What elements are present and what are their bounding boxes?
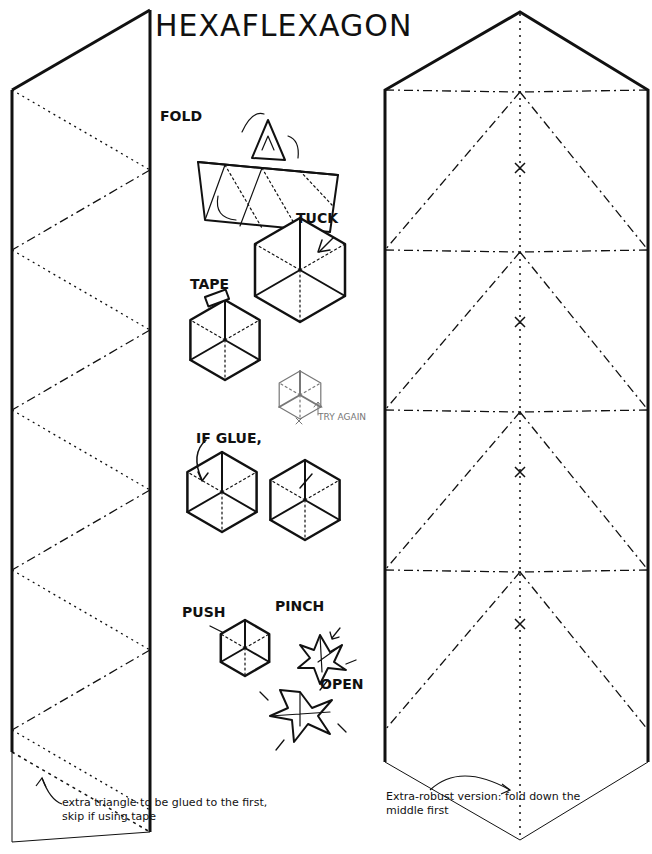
fold-line: [385, 412, 520, 570]
hexagon-sketch: [255, 218, 345, 322]
fold-line: [187, 492, 222, 512]
title-text: HEXAFLEXAGON: [155, 8, 412, 43]
fold-line: [190, 340, 225, 360]
instruction-label: Extra-robust version: fold down the midd…: [386, 790, 586, 818]
fold-line: [12, 330, 150, 410]
fold-line: [12, 490, 150, 570]
fold-line: [520, 570, 648, 572]
fold-line: [245, 648, 269, 662]
fold-line: [244, 620, 246, 648]
fold-line: [300, 270, 345, 296]
fold-line: [224, 340, 225, 380]
fold-line: [520, 92, 648, 250]
fold-line: [299, 270, 300, 322]
fold-line: [385, 90, 520, 92]
instruction-label: PUSH: [182, 604, 225, 620]
fold-line: [304, 460, 306, 500]
hexagon-sketch: [190, 300, 259, 380]
fold-line: [222, 472, 257, 492]
instruction-label: TRY AGAIN: [318, 412, 366, 422]
fold-line: [245, 634, 269, 648]
fold-line: [12, 90, 150, 170]
hexagon-sketch: [279, 371, 321, 419]
fold-line: [187, 472, 222, 492]
instruction-label: IF GLUE,: [196, 430, 262, 446]
fold-line: [221, 452, 223, 492]
fold-line: [279, 395, 300, 407]
fold-line: [385, 92, 520, 250]
instruction-label: TUCK: [296, 210, 338, 226]
fold-line: [225, 340, 260, 360]
fold-line: [12, 410, 150, 490]
fold-line: [12, 250, 150, 330]
fold-line: [221, 634, 245, 648]
fold-line: [385, 252, 520, 410]
fold-line: [270, 500, 305, 520]
fold-line: [304, 500, 305, 540]
fold-line: [520, 412, 648, 570]
fold-line: [520, 90, 648, 92]
instruction-label: FOLD: [160, 108, 202, 124]
fold-line: [299, 395, 300, 419]
fold-line: [224, 300, 226, 340]
fold-line: [222, 492, 257, 512]
fold-line: [190, 320, 225, 340]
fold-line: [385, 570, 520, 572]
right-strip: [385, 12, 648, 840]
fold-line: [520, 410, 648, 412]
fold-line: [299, 371, 301, 395]
fold-line: [225, 320, 260, 340]
fold-line: [270, 480, 305, 500]
fold-line: [385, 250, 520, 252]
fold-line: [244, 648, 245, 676]
fold-line: [12, 170, 150, 250]
fold-line: [385, 572, 520, 730]
fold-line: [221, 648, 245, 662]
fold-line: [305, 480, 340, 500]
fold-line: [520, 250, 648, 252]
fold-line: [255, 270, 300, 296]
fold-line: [255, 244, 300, 270]
fold-line: [520, 572, 648, 730]
fold-line: [221, 492, 222, 532]
fold-line: [385, 410, 520, 412]
fold-line: [12, 650, 150, 730]
instruction-sketches: [187, 113, 356, 750]
instruction-label: TAPE: [190, 276, 229, 292]
hexagon-sketch: [221, 620, 269, 676]
left-strip: [12, 10, 150, 842]
fold-line: [12, 570, 150, 650]
instruction-label: OPEN: [320, 676, 363, 692]
fold-line: [279, 383, 300, 395]
instruction-label: PINCH: [275, 598, 324, 614]
fold-line: [520, 252, 648, 410]
hexagon-sketch: [270, 460, 339, 540]
fold-line: [300, 383, 321, 395]
fold-line: [305, 500, 340, 520]
instruction-label: extra triangle to be glued to the first,…: [62, 796, 282, 824]
